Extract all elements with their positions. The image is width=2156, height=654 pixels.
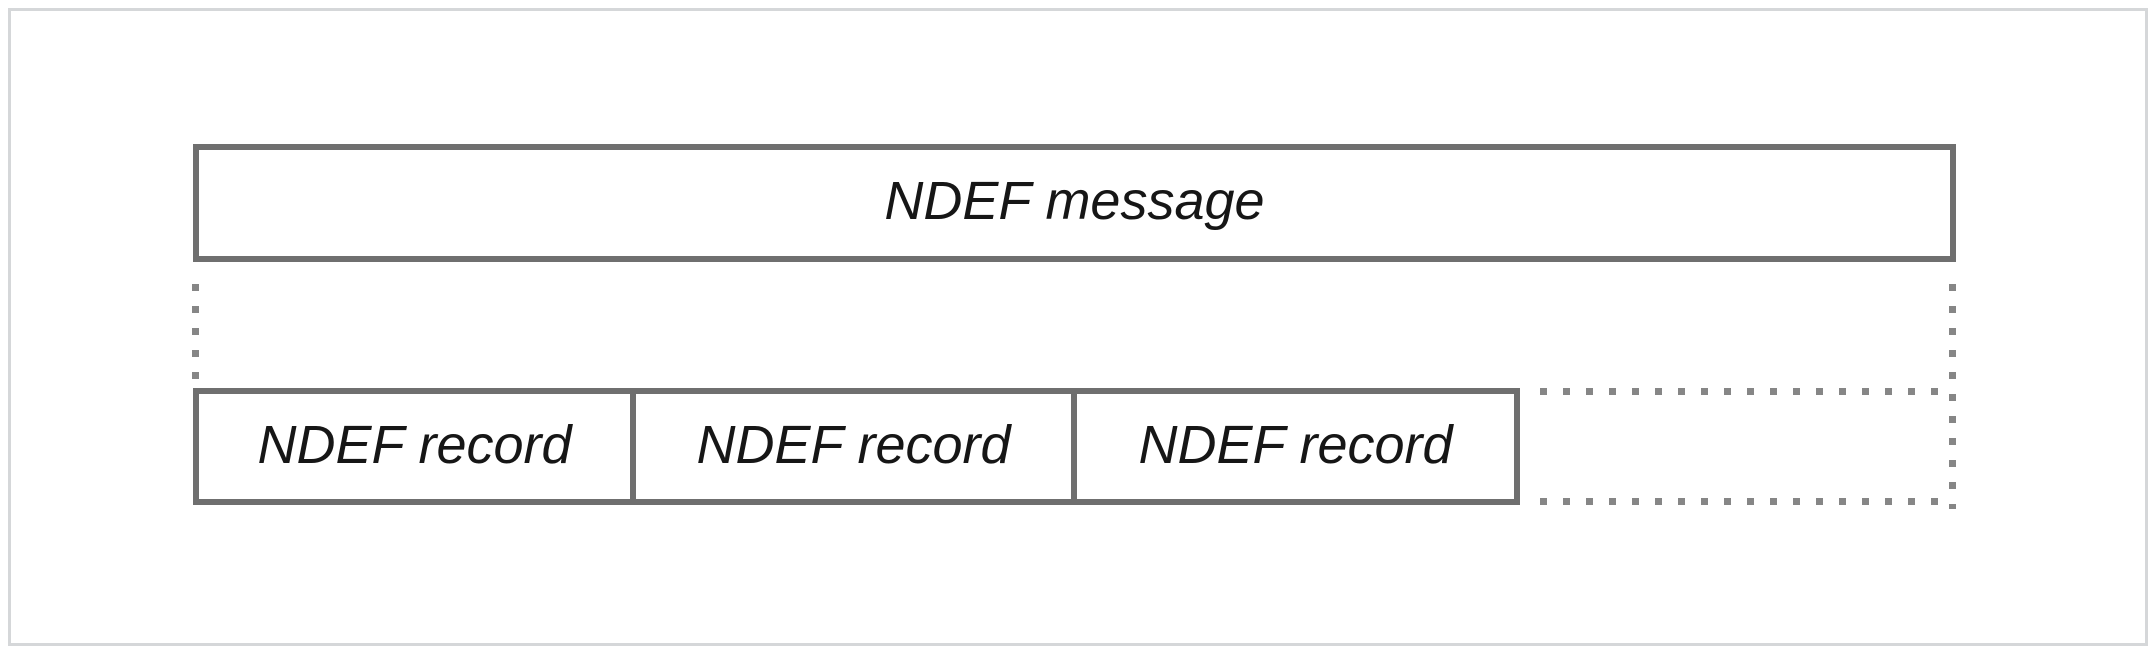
dotted-connector-left — [192, 284, 199, 383]
ndef-record-box-2: NDEF record — [630, 388, 1077, 505]
figure-frame — [8, 8, 2148, 646]
ndef-record-box-3: NDEF record — [1071, 388, 1520, 505]
ndef-record-box-1: NDEF record — [193, 388, 636, 505]
ndef-record-label-2: NDEF record — [696, 414, 1011, 475]
ndef-record-label-1: NDEF record — [257, 414, 572, 475]
dotted-connector-right — [1949, 284, 1956, 509]
ndef-message-box: NDEF message — [193, 144, 1956, 262]
ndef-message-label: NDEF message — [884, 171, 1265, 231]
dotted-continuation-top — [1540, 388, 1950, 395]
ndef-record-label-3: NDEF record — [1138, 414, 1453, 475]
dotted-continuation-bottom — [1540, 498, 1950, 505]
